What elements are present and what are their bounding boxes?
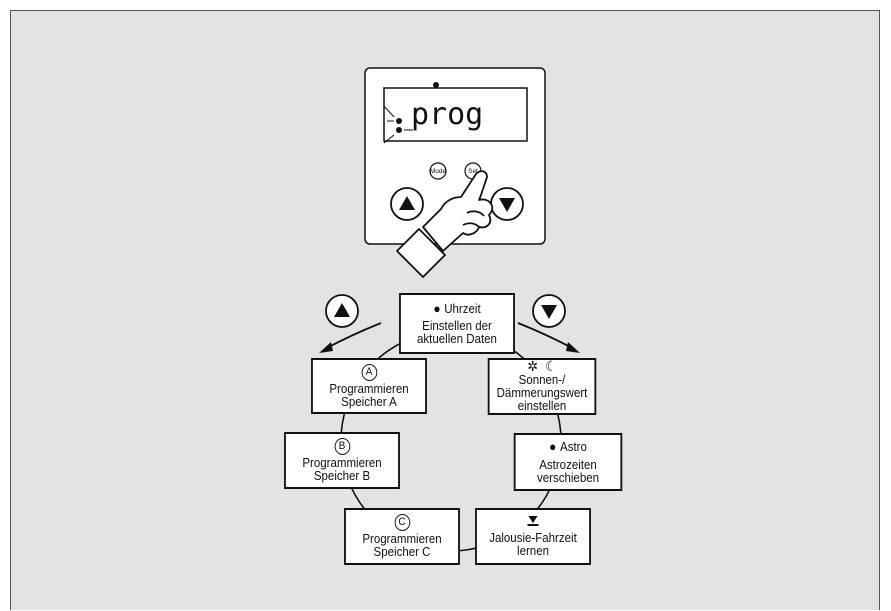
sun-moon-icons: ✲ ☾ <box>527 358 557 374</box>
lcd-text: prog <box>411 97 483 132</box>
jalousie-line2: lernen <box>517 544 549 558</box>
uhrzeit-line2: aktuellen Daten <box>417 331 497 346</box>
clockwise-arrow-icon <box>517 322 580 353</box>
astro-title-line: ●Astro <box>549 440 587 454</box>
lcd-top-dot <box>433 82 439 88</box>
menu-item-uhrzeit: ●Uhrzeit Einstellen der aktuellen Daten <box>399 293 515 354</box>
uhrzeit-title: Uhrzeit <box>444 301 481 316</box>
uhrzeit-title-line: ●Uhrzeit <box>433 302 480 316</box>
menu-item-astro: ●Astro Astrozeiten verschieben <box>513 433 623 491</box>
memory-a-icon: A <box>361 363 377 381</box>
menu-item-sonnen: ✲ ☾ Sonnen-/ Dämmerungswert einstellen <box>487 358 597 415</box>
blinking-indicator-icon <box>383 105 413 144</box>
memory-c-icon: C <box>394 514 410 531</box>
speicher-a-line2: Speicher A <box>341 394 397 409</box>
menu-item-speicher-a: A Programmieren Speicher A <box>311 358 427 414</box>
blind-stop-icon <box>527 515 540 529</box>
sun-icon: ✲ <box>527 358 539 374</box>
up-arrow-icon <box>399 196 415 210</box>
down-arrow-icon <box>541 305 557 319</box>
uhrzeit-line1: Einstellen der <box>422 318 492 333</box>
down-arrow-icon <box>499 198 515 212</box>
speicher-b-line1: Programmieren <box>302 456 382 470</box>
moon-icon: ☾ <box>545 358 557 374</box>
counterclockwise-arrow-icon <box>319 322 382 353</box>
sonnen-line3: einstellen <box>517 399 567 413</box>
bullet-icon: ● <box>433 300 441 316</box>
up-arrow-icon <box>334 303 350 317</box>
speicher-b-line2: Speicher B <box>313 469 371 483</box>
menu-item-speicher-c: C Programmieren Speicher C <box>344 508 460 565</box>
cycle-up-button[interactable] <box>325 294 359 328</box>
astro-line2: verschieben <box>536 470 600 485</box>
diagram-canvas: prog Mode Set <box>319 67 580 552</box>
speicher-c-line1: Programmieren <box>362 532 442 546</box>
cycle-down-button[interactable] <box>532 294 566 328</box>
menu-item-speicher-b: B Programmieren Speicher B <box>284 432 400 489</box>
astro-title: Astro <box>560 439 587 454</box>
menu-item-jalousie: Jalousie-Fahrzeit lernen <box>475 508 591 565</box>
speicher-a-line1: Programmieren <box>329 381 409 396</box>
mode-button-label: Mode <box>430 168 447 175</box>
speicher-c-line2: Speicher C <box>373 545 431 559</box>
device-up-button[interactable] <box>390 187 424 221</box>
diagram-frame: prog Mode Set <box>10 10 880 610</box>
memory-b-icon: B <box>334 438 350 455</box>
device-down-button[interactable] <box>490 187 524 221</box>
astro-line1: Astrozeiten <box>539 457 597 472</box>
mode-button[interactable]: Mode <box>429 162 447 180</box>
jalousie-line1: Jalousie-Fahrzeit <box>489 531 577 545</box>
bullet-icon: ● <box>549 438 557 454</box>
sonnen-line2: Dämmerungswert <box>496 386 588 400</box>
pressing-hand-icon <box>396 170 494 278</box>
set-button-label: Set <box>468 168 478 175</box>
sonnen-line1: Sonnen-/ <box>518 373 566 387</box>
lcd-display <box>383 87 528 142</box>
